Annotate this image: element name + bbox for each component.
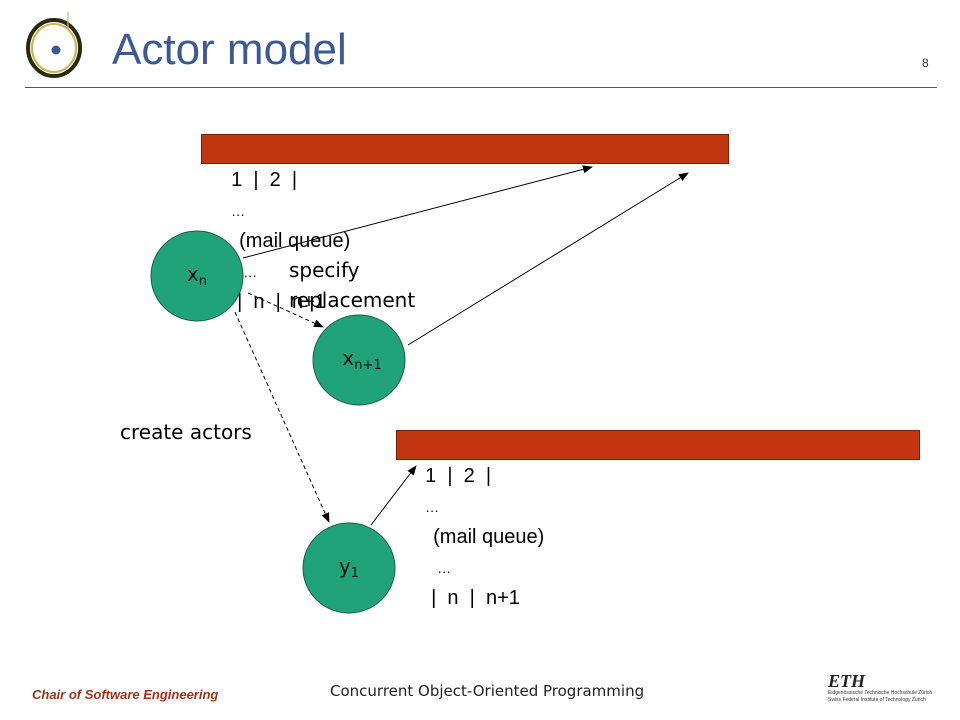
queue-ellipsis: …: [243, 264, 258, 280]
arrow-y1-to-queue: [370, 465, 417, 526]
arrow-xn-to-queue: [242, 165, 593, 259]
queue-label: (mail queue): [433, 526, 545, 548]
arrow-xn1-to-queue: [407, 172, 689, 346]
actor-xn-label: xn: [186, 262, 208, 289]
specify-replacement-note: specify replacement: [289, 258, 416, 312]
actor-y1-label: y1: [338, 554, 360, 581]
actor-xn1-circle: [312, 314, 406, 406]
footer-course-title: Concurrent Object-Oriented Programming: [330, 682, 645, 700]
actor-xn-circle: [150, 230, 244, 322]
mail-queue-top: 1 | 2 | … (mail queue) … | n | n+1: [201, 134, 729, 313]
chair-logo-icon: [26, 12, 82, 78]
eth-subtitle-de: Eidgenössische Technische Hochschule Zür…: [828, 690, 933, 696]
create-actors-note: create actors: [120, 420, 252, 444]
queue-tail: | n | n+1: [237, 291, 326, 313]
queue-cells: 1 | 2 |: [231, 169, 298, 191]
queue-cells: 1 | 2 |: [425, 465, 492, 487]
page-number: 8: [922, 56, 929, 70]
mail-queue-bottom: 1 | 2 | … (mail queue) … | n | n+1: [396, 430, 920, 609]
queue-ellipsis: …: [231, 203, 246, 219]
footer-chair-name: Chair of Software Engineering: [32, 687, 219, 702]
header-divider: [25, 87, 937, 88]
eth-wordmark-icon: ETH Eidgenössische Technische Hochschule…: [828, 672, 938, 704]
eth-wordmark: ETH: [828, 671, 866, 691]
eth-subtitle-en: Swiss Federal Institute of Technology Zu…: [828, 697, 926, 703]
page-title: Actor model: [112, 25, 347, 74]
actor-xn1-label: xn+1: [342, 346, 382, 373]
queue-ellipsis: …: [437, 560, 452, 576]
queue-ellipsis: …: [425, 499, 440, 515]
arrow-create-actors: [234, 311, 330, 523]
actor-y1-circle: [302, 522, 396, 614]
queue-label: (mail queue): [239, 230, 351, 252]
queue-tail: | n | n+1: [431, 587, 520, 609]
